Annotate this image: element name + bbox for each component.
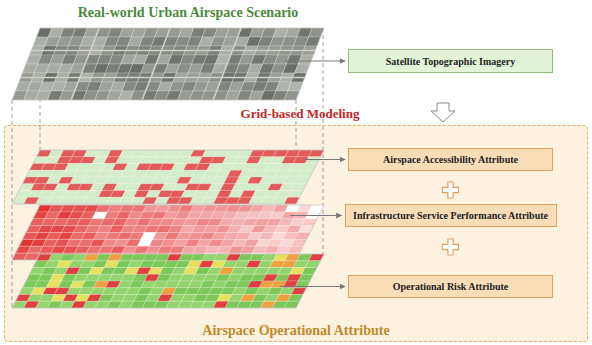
grid-cell <box>291 239 306 246</box>
grid-cell <box>284 301 299 308</box>
attribute-box: Infrastructure Service Performance Attri… <box>345 204 557 227</box>
infrastructure-layer <box>12 205 324 260</box>
label-box: Grid-based Modeling <box>190 104 410 122</box>
grid-cell <box>309 150 324 157</box>
leader-line <box>305 159 345 160</box>
panel-title: Airspace Operational Attribute <box>202 323 389 339</box>
grid-cell <box>302 164 317 171</box>
grid-cell <box>295 233 310 240</box>
leader-line <box>285 61 345 62</box>
attribute-box: Airspace Accessibility Attribute <box>348 148 553 171</box>
road <box>31 50 315 52</box>
leader-line <box>290 215 342 216</box>
grid-cell <box>305 37 320 46</box>
grid-cell <box>284 91 299 100</box>
grid-cell <box>298 170 313 177</box>
grid-cell <box>302 268 317 275</box>
accessibility-layer <box>12 150 324 204</box>
grid-cell <box>305 157 320 164</box>
grid-cell <box>309 205 324 212</box>
grid-cell <box>295 177 310 184</box>
satellite-layer <box>12 28 324 100</box>
layer-outline <box>12 28 324 100</box>
risk-layer <box>12 254 324 308</box>
box-text: Airspace Accessibility Attribute <box>383 154 518 165</box>
road <box>21 77 305 79</box>
grid-cell <box>298 274 313 281</box>
road <box>71 28 99 100</box>
projection-line <box>323 28 324 254</box>
layer-outline <box>12 205 324 260</box>
grid-cell <box>298 55 313 64</box>
layer-outline <box>12 254 324 308</box>
grid-cell <box>288 191 303 198</box>
title-box: Real-world Urban Airspace Scenario <box>0 3 376 21</box>
leader-line <box>280 286 345 287</box>
stage-label: Grid-based Modeling <box>241 106 360 122</box>
grid-cell <box>305 261 320 268</box>
grid-cell <box>291 288 306 295</box>
box-text: Operational Risk Attribute <box>393 281 509 292</box>
grid-cell <box>309 254 324 261</box>
plus-icon <box>443 182 459 198</box>
attribute-panel: Airspace Operational Attribute Airspace A… <box>4 125 588 342</box>
attribute-box: Operational Risk Attribute <box>348 275 553 298</box>
grid-cell <box>284 197 299 204</box>
panel-ground <box>4 125 588 342</box>
grid-cell <box>298 226 313 233</box>
box-text: Satellite Topographic Imagery <box>386 56 515 67</box>
grid-cell <box>291 184 306 191</box>
panel-caption: Airspace Operational Attribute <box>5 321 587 339</box>
plus-icon <box>443 239 459 255</box>
grid-cell <box>309 28 324 37</box>
grid-cell <box>295 64 310 73</box>
layer-outline <box>12 150 324 204</box>
road <box>213 28 241 100</box>
box-text: Infrastructure Service Performance Attri… <box>353 210 548 221</box>
grid-cell <box>288 246 303 253</box>
grid-cell <box>302 219 317 226</box>
road <box>142 28 170 100</box>
grid-cell <box>288 295 303 302</box>
source-box: Satellite Topographic Imagery <box>348 49 553 73</box>
diagram-title: Real-world Urban Airspace Scenario <box>78 5 298 21</box>
grid-cell <box>288 82 303 91</box>
down-arrow-icon <box>431 103 455 122</box>
